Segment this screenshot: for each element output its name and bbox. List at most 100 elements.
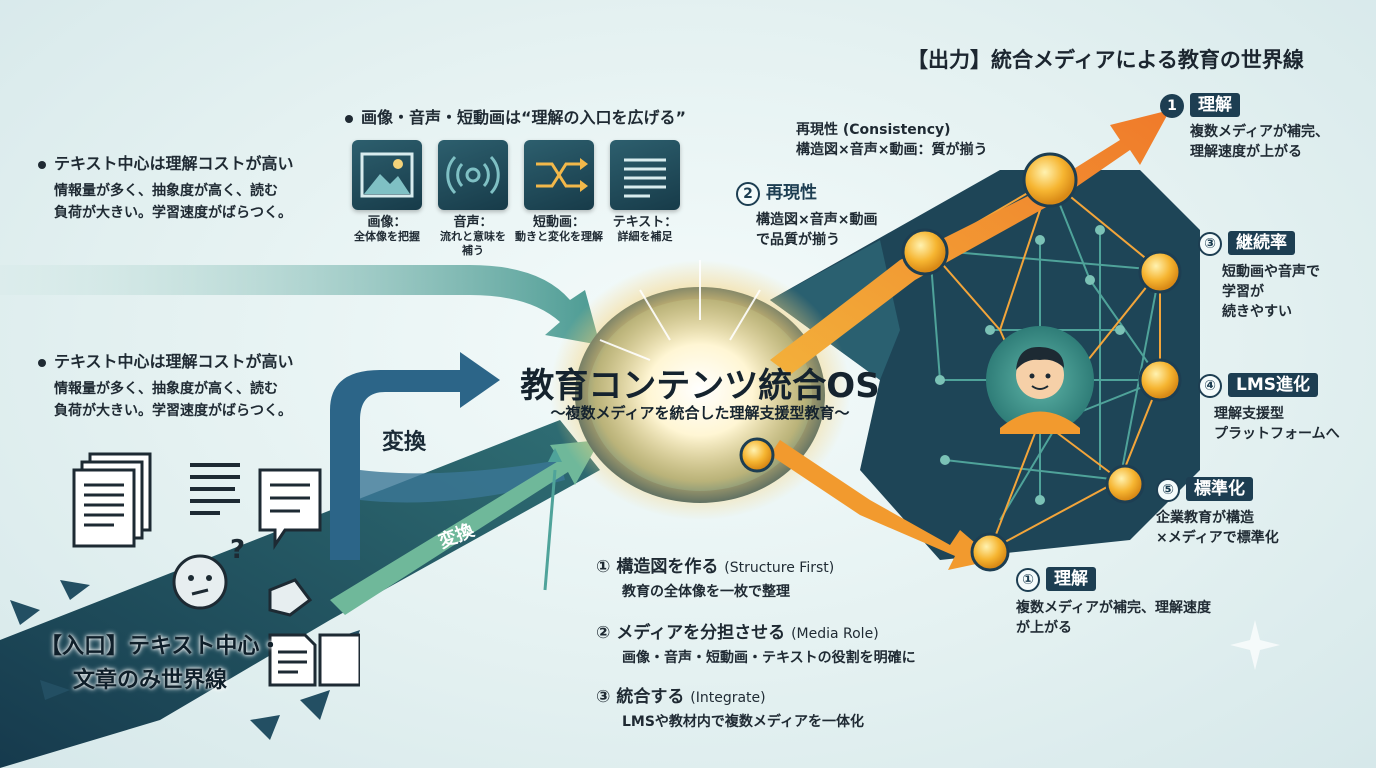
node-desc-2: 学習が: [1222, 283, 1264, 300]
node-label: 理解: [1190, 93, 1240, 117]
bullet-title-text: テキスト中心は理解コストが高い: [54, 352, 294, 371]
step-number: ①: [596, 557, 611, 577]
node-desc-2: ×メディアで標準化: [1156, 529, 1279, 546]
step-number: ③: [596, 687, 611, 707]
node-number: ①: [1016, 567, 1040, 592]
media-caption-image: 画像：全体像を把握: [342, 216, 432, 244]
bullet-line-1: 情報量が多く、抽象度が高く、読む: [54, 381, 278, 397]
left-bullet-2: テキスト中心は理解コストが高い 情報量が多く、抽象度が高く、読む 負荷が大きい。…: [38, 348, 294, 422]
document-lines-icon: [610, 140, 680, 210]
node-desc-2: が上がる: [1016, 619, 1072, 636]
step-title-en: (Media Role): [791, 626, 879, 642]
node-desc-1: 企業教育が構造: [1156, 509, 1254, 526]
bullet-line-2: 負荷が大きい。学習速度がばらつく。: [54, 205, 292, 221]
transform-label: 変換: [382, 430, 427, 455]
node-reproducibility: 2 再現性 構造図×音声×動画 で品質が揃う: [736, 178, 877, 250]
left-bullet-1: テキスト中心は理解コストが高い 情報量が多く、抽象度が高く、読む 負荷が大きい。…: [38, 150, 294, 224]
node-desc-2: で品質が揃う: [756, 231, 840, 248]
step-desc: LMSや教材内で複数メディアを一体化: [622, 714, 864, 730]
step-title: ③ 統合する (Integrate): [596, 682, 864, 707]
document-icon: [268, 633, 317, 687]
bullet-dot-icon: [345, 114, 353, 123]
node-desc-1: 構造図×音声×動画: [756, 211, 878, 228]
step-desc: 画像・音声・短動画・テキストの役割を明確に: [622, 650, 916, 666]
node-number: 2: [736, 181, 760, 206]
node-desc-1: 複数メディアが補完、: [1190, 123, 1330, 140]
pointing-hand-icon: [268, 578, 313, 617]
media-section-title: 画像・音声・短動画は“理解の入口を広げる”: [345, 104, 686, 128]
media-desc: 詳細を補足: [617, 230, 673, 243]
consistency-note: 再現性 (Consistency) 構造図×音声×動画：質が揃う: [796, 120, 987, 160]
text-lines-icon: [190, 463, 240, 515]
step-3: ③ 統合する (Integrate) LMSや教材内で複数メディアを一体化: [596, 682, 864, 731]
center-subtitle: 〜複数メディアを統合した理解支援型教育〜: [550, 404, 850, 422]
node-desc-1: 理解支援型: [1214, 405, 1284, 422]
media-label: 短動画：: [532, 215, 585, 230]
image-icon: [352, 140, 422, 210]
node-label: 標準化: [1186, 477, 1253, 501]
node-desc-2: プラットフォームへ: [1214, 425, 1340, 442]
svg-text:?: ?: [230, 535, 245, 565]
step-desc: 教育の全体像を一枚で整理: [622, 584, 790, 600]
node-desc-2: 理解速度が上がる: [1190, 143, 1302, 160]
entry-label-line-2: 文章のみ世界線: [72, 668, 227, 693]
node-number: ⑤: [1156, 477, 1180, 502]
step-title-text: 構造図を作る: [616, 557, 719, 577]
entry-label: 【入口】テキスト中心・ 文章のみ世界線: [40, 630, 282, 698]
step-title-en: (Integrate): [690, 690, 766, 706]
media-title-text: 画像・音声・短動画は“理解の入口を広げる”: [361, 108, 687, 127]
step-number: ②: [596, 623, 611, 643]
node-desc-1: 複数メディアが補完、理解速度: [1016, 599, 1212, 616]
node-label: 継続率: [1228, 231, 1295, 255]
bullet-title: テキスト中心は理解コストが高い: [38, 150, 294, 174]
media-desc: 動きと変化を理解: [515, 230, 603, 243]
media-label: 画像：: [367, 215, 407, 230]
document-stack-icon: [72, 452, 152, 548]
audio-wave-icon: [438, 140, 508, 210]
entry-icons: ?: [72, 452, 360, 687]
node-desc-1: 短動画や音声で: [1222, 263, 1320, 280]
output-title: 【出力】統合メディアによる教育の世界線: [907, 48, 1304, 72]
node-desc-3: 続きやすい: [1222, 303, 1292, 320]
media-label: テキスト：: [612, 215, 678, 230]
consistency-line-1: 再現性 (Consistency): [796, 122, 951, 138]
bullet-title: テキスト中心は理解コストが高い: [38, 348, 294, 372]
step-title-text: 統合する: [616, 687, 685, 707]
media-desc-2: 補う: [462, 244, 484, 257]
step-1: ① 構造図を作る (Structure First) 教育の全体像を一枚で整理: [596, 552, 834, 601]
step-title: ② メディアを分担させる (Media Role): [596, 618, 916, 643]
media-desc: 流れと意味を: [440, 230, 506, 243]
media-desc: 全体像を把握: [354, 230, 420, 243]
node-number: ④: [1198, 373, 1222, 398]
node-label: 理解: [1046, 567, 1096, 591]
confused-face-icon: ?: [172, 535, 245, 610]
node-number: ③: [1198, 231, 1222, 256]
bullet-dot-icon: [38, 160, 46, 169]
step-2: ② メディアを分担させる (Media Role) 画像・音声・短動画・テキスト…: [596, 618, 916, 667]
step-title-text: メディアを分担させる: [616, 623, 786, 643]
step-title-en: (Structure First): [724, 560, 835, 576]
speech-document-icon: [258, 468, 322, 550]
shuffle-icon: [524, 140, 594, 210]
media-caption-video: 短動画：動きと変化を理解: [514, 216, 604, 244]
consistency-line-2: 構造図×音声×動画：質が揃う: [796, 142, 988, 158]
media-label: 音声：: [453, 215, 493, 230]
bullet-line-2: 負荷が大きい。学習速度がばらつく。: [54, 403, 292, 419]
bullet-dot-icon: [38, 358, 46, 367]
document-icon-2: [318, 633, 360, 687]
center-title: 教育コンテンツ統合OS: [520, 366, 880, 406]
node-label: 再現性: [766, 183, 817, 203]
node-label: LMS進化: [1228, 373, 1318, 397]
entry-label-line-1: 【入口】テキスト中心・: [40, 634, 282, 659]
media-caption-audio: 音声：流れと意味を補う: [428, 216, 518, 258]
bullet-title-text: テキスト中心は理解コストが高い: [54, 154, 294, 173]
media-caption-text: テキスト：詳細を補足: [600, 216, 690, 244]
step-title: ① 構造図を作る (Structure First): [596, 552, 834, 577]
bullet-line-1: 情報量が多く、抽象度が高く、読む: [54, 183, 278, 199]
node-number: 1: [1160, 93, 1184, 118]
